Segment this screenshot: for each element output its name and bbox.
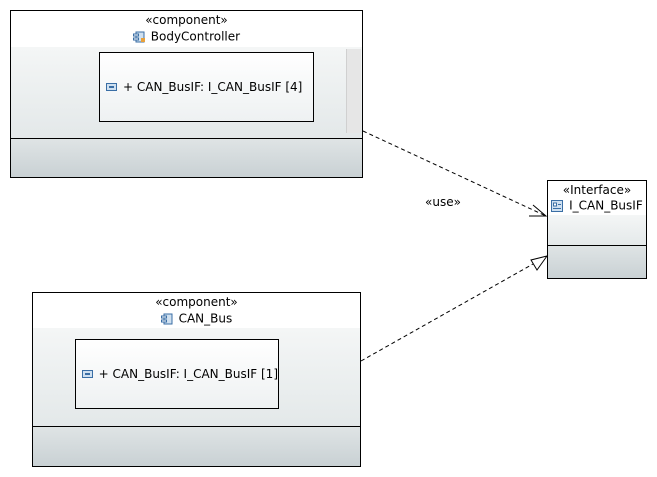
interface-stereotype: «Interface» (562, 183, 632, 197)
body-controller-component[interactable]: «component» BodyController + CAN_BusIF: … (10, 10, 363, 178)
body-controller-structure-compartment: + CAN_BusIF: I_CAN_BusIF [4] (11, 47, 362, 139)
port-icon (106, 83, 117, 91)
can-bus-operations-compartment (33, 426, 360, 466)
can-bus-port-box[interactable]: + CAN_BusIF: I_CAN_BusIF [1] (75, 339, 279, 409)
interface-box[interactable]: «Interface» I_CAN_BusIF (547, 180, 647, 279)
can-bus-stereotype: «component» (155, 295, 238, 309)
body-controller-name-label: BodyController (150, 29, 241, 44)
component-icon (132, 31, 145, 42)
component-icon (160, 313, 173, 324)
interface-header: «Interface» I_CAN_BusIF (548, 181, 646, 216)
can-bus-port-row: + CAN_BusIF: I_CAN_BusIF [1] (76, 340, 278, 408)
can-bus-header: «component» CAN_Bus (33, 293, 360, 329)
can-bus-name-label: CAN_Bus (178, 311, 233, 326)
body-controller-header: «component» BodyController (11, 11, 362, 48)
body-controller-stereotype: «component» (145, 13, 228, 27)
can-bus-name: CAN_Bus (33, 311, 360, 326)
body-controller-port-row: + CAN_BusIF: I_CAN_BusIF [4] (100, 53, 313, 121)
realization-connector[interactable] (360, 255, 549, 362)
body-controller-name: BodyController (11, 29, 362, 44)
interface-operations-compartment (548, 245, 646, 278)
can-bus-structure-compartment: + CAN_BusIF: I_CAN_BusIF [1] (33, 328, 360, 428)
body-controller-port-box[interactable]: + CAN_BusIF: I_CAN_BusIF [4] (99, 52, 314, 122)
interface-name-label: I_CAN_BusIF (569, 198, 643, 213)
can-bus-port-label: + CAN_BusIF: I_CAN_BusIF [1] (98, 367, 278, 381)
use-dependency-label: «use» (425, 195, 461, 209)
body-controller-port-label: + CAN_BusIF: I_CAN_BusIF [4] (123, 80, 303, 94)
port-icon (82, 370, 93, 378)
body-controller-operations-compartment (11, 138, 362, 177)
body-controller-scrollbar[interactable] (346, 49, 361, 133)
interface-icon (551, 199, 564, 212)
interface-name: I_CAN_BusIF (548, 198, 646, 213)
can-bus-component[interactable]: «component» CAN_Bus + CAN_BusIF: I_CAN_B… (32, 292, 361, 467)
interface-attributes-compartment (548, 215, 646, 248)
